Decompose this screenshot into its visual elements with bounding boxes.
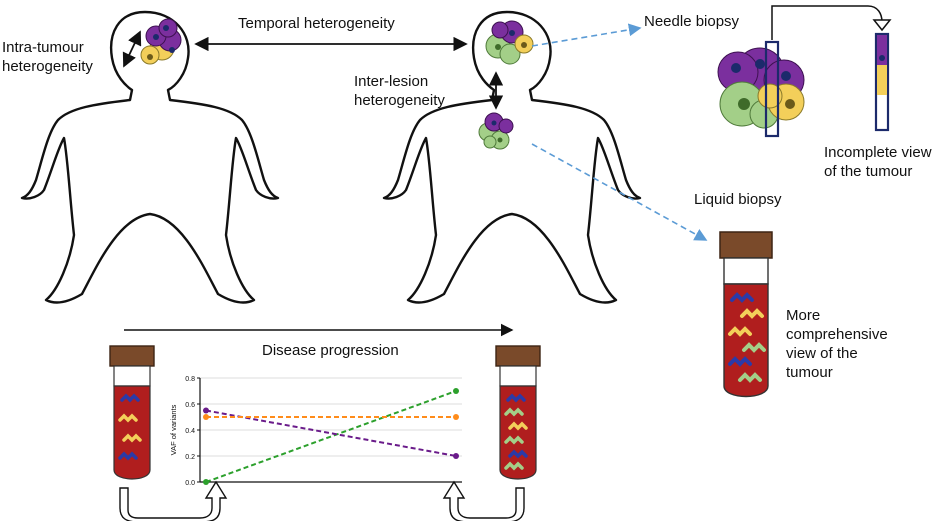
needle-core (764, 40, 780, 138)
late-tube (495, 345, 541, 480)
tumour-cluster-left (140, 18, 182, 65)
y-tick-label: 0.2 (185, 454, 195, 461)
series-point-2 (203, 407, 209, 414)
needle-hooked-arrow (771, 5, 883, 40)
biopsy-sample-core (874, 32, 890, 132)
liquid-biopsy-label: Liquid biopsy (694, 191, 782, 208)
intra-tumour-arrow (122, 30, 142, 68)
y-tick-label: 0.4 (185, 428, 195, 435)
curved-arrow-right (442, 480, 525, 521)
human-outline-left (20, 10, 280, 304)
series-point-3 (203, 414, 209, 420)
early-tube (109, 345, 155, 480)
y-tick-label: 0.8 (185, 376, 195, 383)
liquid-biopsy-tube (719, 231, 773, 398)
series-point-3 (453, 414, 459, 420)
series-point-1 (203, 479, 209, 485)
tumour-cluster-right-chest (478, 112, 514, 150)
series-point-2 (453, 453, 459, 459)
needle-dashed-arrow (531, 23, 642, 47)
human-outline-right (382, 10, 642, 304)
needle-arrow-head (872, 19, 892, 32)
y-tick-label: 0.0 (185, 480, 195, 487)
curved-arrow-left (119, 480, 228, 521)
y-axis-label: VAF of variants (169, 404, 178, 455)
series-line-2 (205, 409, 457, 457)
temporal-label: Temporal heterogeneity (238, 15, 395, 32)
disease-progression-label: Disease progression (262, 342, 399, 359)
tumour-cluster-right-head (485, 20, 534, 65)
needle-biopsy-tumour (717, 47, 805, 129)
y-tick-label: 0.6 (185, 402, 195, 409)
series-line-1 (205, 390, 457, 483)
needle-biopsy-label: Needle biopsy (644, 13, 740, 30)
series-point-1 (453, 388, 459, 394)
liquid-dashed-arrow (531, 143, 708, 241)
